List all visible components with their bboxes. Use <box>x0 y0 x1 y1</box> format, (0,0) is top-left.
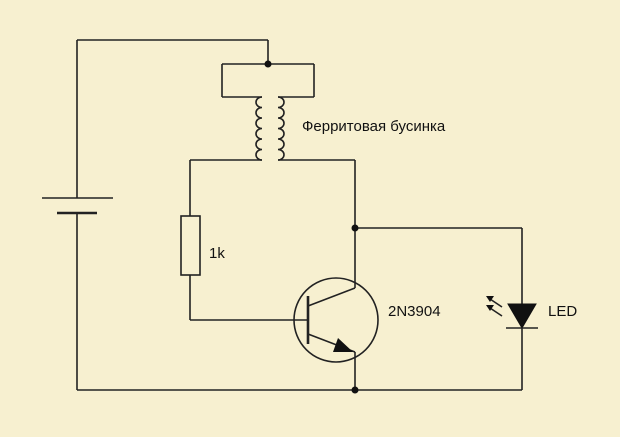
junction-dot <box>351 224 359 232</box>
resistor-label: 1k <box>209 245 225 262</box>
emitter-arrow <box>333 338 353 352</box>
transistor <box>293 277 379 363</box>
right-coil <box>277 96 285 161</box>
led-label: LED <box>548 303 577 320</box>
junction-dot <box>351 386 359 394</box>
left-coil <box>255 96 263 161</box>
ferrite-bead-label: Ферритовая бусинка <box>302 118 446 135</box>
junction-dots <box>264 60 359 394</box>
transistor-label: 2N3904 <box>388 303 441 320</box>
ferrite-bead-coils <box>255 96 285 161</box>
transistor-collector-lead <box>307 287 356 307</box>
led <box>486 296 538 329</box>
led-triangle <box>507 303 537 329</box>
wires <box>76 39 523 391</box>
labels: Ферритовая бусинка 1k 2N3904 LED <box>209 118 577 320</box>
resistor-body <box>180 215 201 276</box>
battery <box>42 197 113 215</box>
transistor-envelope <box>293 277 379 363</box>
led-emission-arrows <box>486 296 503 317</box>
junction-dot <box>264 60 272 68</box>
